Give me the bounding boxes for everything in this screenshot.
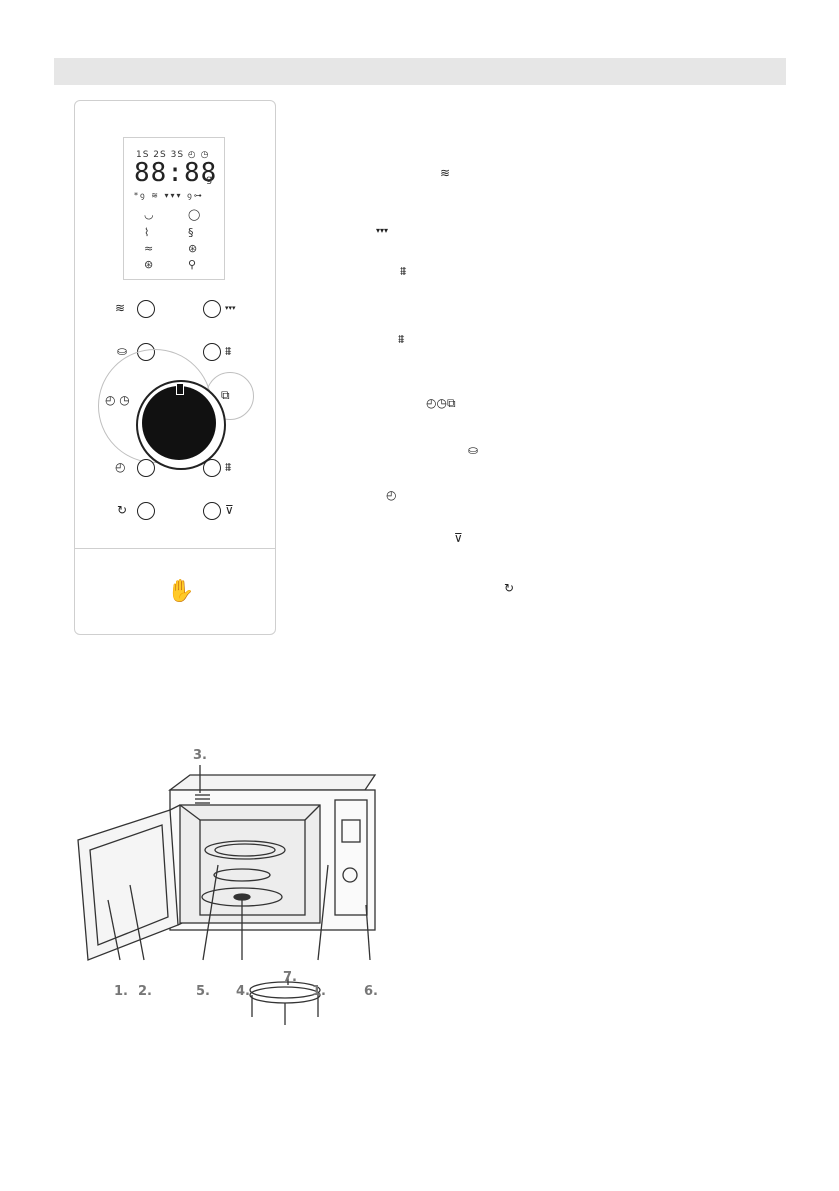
food-icon: ⌇ [144,226,150,239]
legend-combi1-icon: ⩩ [400,264,407,278]
legend-stop-icon: ⊽ [454,531,463,545]
start-icon: ↻ [117,503,128,517]
stop-icon: ⊽ [225,503,234,517]
section-header-bar [54,58,786,85]
combi1-icon: ⩩ [225,344,232,358]
combi2-button[interactable] [203,459,221,477]
stop-button[interactable] [203,502,221,520]
display-digits: 88:88 [134,158,218,188]
microwave-icon: ≋ [115,301,126,315]
copy-icon: ⧉ [221,388,230,402]
display-unit: g [206,174,213,185]
legend-grill-icon: ▾▾▾ [376,226,389,235]
clock-icon: ◴ ◷ [105,393,130,407]
display-mode-icons: *ꝯ ≋ ▾▾▾ ꝯ⊶ [134,191,204,200]
start-button[interactable] [137,502,155,520]
food-icon: ◯ [188,208,201,221]
legend-weight-icon: ⛀ [468,443,479,457]
food-icon: ⚲ [188,258,197,271]
legend-defrost-icon: ◴ [386,488,397,502]
grill-button[interactable] [203,300,221,318]
callout-label: 1. [312,984,326,999]
legend-microwave-icon: ≋ [440,166,451,180]
food-icon: § [188,226,194,239]
defrost-button[interactable] [137,459,155,477]
control-dial[interactable] [142,386,216,460]
combi1-button[interactable] [203,343,221,361]
display-indicators: 1S 2S 3S ◴ ◷ [136,150,210,160]
legend-combi2-icon: ⩩ [398,332,405,346]
legend-clock-icon: ◴◷⧉ [426,396,456,410]
control-panel: 1S 2S 3S ◴ ◷ 88:88 g *ꝯ ≋ ▾▾▾ ꝯ⊶ ◡ ◯ ⌇ §… [74,100,276,635]
defrost-icon: ◴ [115,460,126,474]
hand-icon[interactable]: ✋ [167,579,195,604]
food-icon: ≈ [144,242,154,255]
panel-divider [75,548,275,549]
display-screen: 1S 2S 3S ◴ ◷ 88:88 g *ꝯ ≋ ▾▾▾ ꝯ⊶ ◡ ◯ ⌇ §… [123,137,225,280]
oven-illustration [77,765,377,1025]
legend-start-icon: ↻ [504,581,515,595]
callout-label: 3. [193,748,207,763]
callout-label: 5. [196,984,210,999]
combi2-icon: ⩩ [225,460,232,474]
food-icon: ⊛ [144,258,154,271]
callout-label: 1. [114,984,128,999]
grill-icon: ▾▾▾ [225,304,236,312]
food-icon: ⊛ [188,242,198,255]
callout-label: 7. [283,970,297,985]
callout-label: 6. [364,984,378,999]
food-icon: ◡ [144,208,154,221]
dial-notch [176,383,184,395]
weight-icon: ⛀ [117,344,128,358]
callout-label: 2. [138,984,152,999]
callout-label: 4. [236,984,250,999]
microwave-button[interactable] [137,300,155,318]
